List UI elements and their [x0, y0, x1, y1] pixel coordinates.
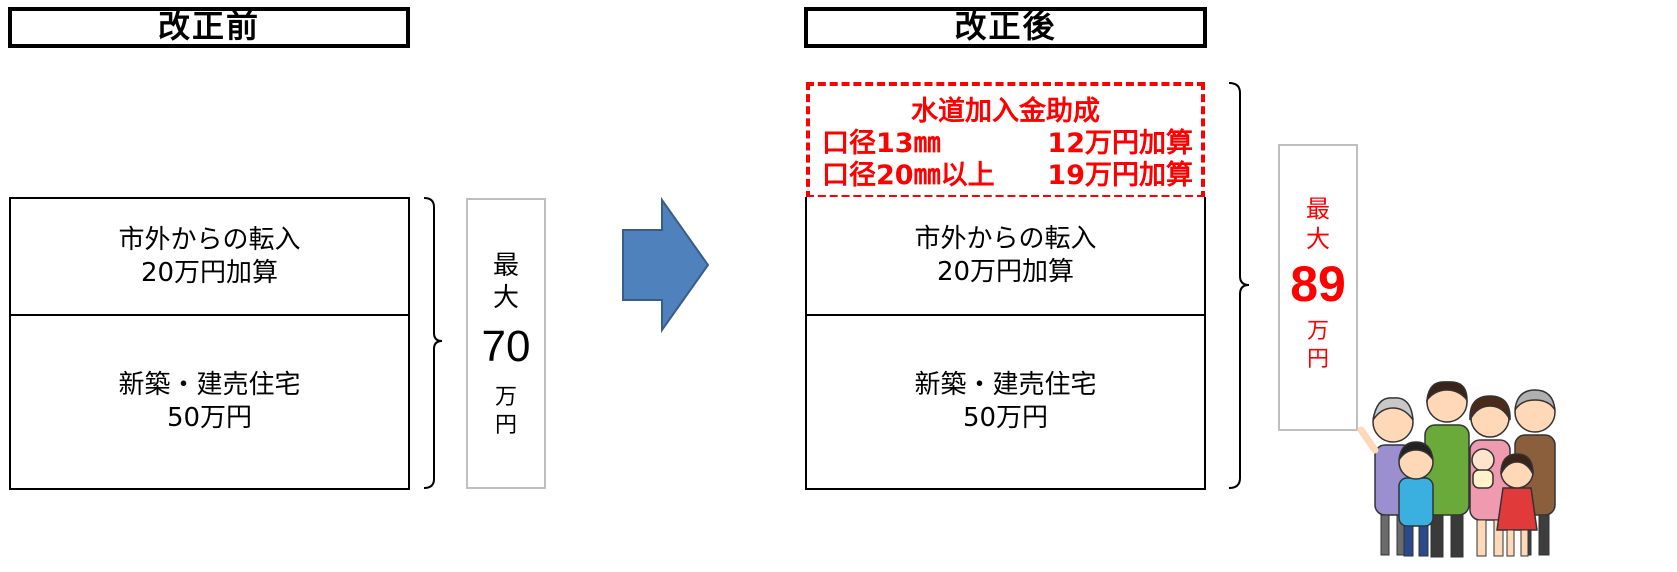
after-total-prefix-2: 大: [1306, 225, 1330, 253]
after-newbuild-amount: 50万円: [962, 403, 1049, 433]
before-brace: [423, 197, 443, 489]
after-transfer-label: 市外からの転入: [914, 223, 1097, 254]
after-total-unit-1: 万: [1306, 319, 1329, 344]
family-illustration: [1357, 381, 1556, 558]
before-total-unit-2: 円: [494, 413, 517, 438]
after-newbuild-label: 新築・建売住宅: [914, 370, 1097, 400]
before-transfer-box: 市外からの転入 20万円加算: [9, 197, 410, 316]
before-newbuild-label: 新築・建売住宅: [118, 370, 301, 400]
before-title: 改正前: [8, 7, 410, 48]
water-subsidy-row-20: 口径20㎜以上 19万円加算: [810, 160, 1201, 192]
water-subsidy-box: 水道加入金助成 口径13㎜ 12万円加算 口径20㎜以上 19万円加算: [806, 82, 1205, 199]
before-total-box: 最 大 70 万 円: [466, 198, 546, 489]
before-newbuild-box: 新築・建売住宅 50万円: [9, 314, 410, 490]
water-subsidy-row-20-amount: 19万円加算: [1047, 160, 1193, 191]
before-transfer-amount: 20万円加算: [140, 257, 279, 288]
after-total-unit-2: 円: [1306, 347, 1329, 372]
after-transfer-amount: 20万円加算: [936, 256, 1075, 287]
before-newbuild-amount: 50万円: [166, 403, 253, 433]
water-subsidy-row-13: 口径13㎜ 12万円加算: [810, 128, 1201, 160]
water-subsidy-row-13-label: 口径13㎜: [822, 128, 941, 159]
water-subsidy-row-20-label: 口径20㎜以上: [822, 160, 995, 191]
after-total-prefix-1: 最: [1306, 195, 1330, 223]
before-transfer-label: 市外からの転入: [118, 224, 301, 255]
after-total-amount: 89: [1290, 256, 1346, 312]
after-title: 改正後: [804, 7, 1207, 48]
girl-figure: [1496, 453, 1538, 557]
after-newbuild-box: 新築・建売住宅 50万円: [805, 314, 1206, 490]
before-total-prefix-2: 大: [492, 283, 519, 313]
water-subsidy-title: 水道加入金助成: [911, 96, 1100, 127]
baby-figure: [1471, 448, 1495, 489]
after-total-box: 最 大 89 万 円: [1278, 144, 1358, 431]
after-brace: [1228, 82, 1250, 489]
before-total-amount: 70: [481, 322, 531, 371]
after-transfer-box: 市外からの転入 20万円加算: [805, 197, 1206, 316]
boy-figure: [1398, 441, 1434, 557]
before-total-unit-1: 万: [494, 385, 517, 410]
father-figure: [1424, 381, 1470, 558]
water-subsidy-row-13-amount: 12万円加算: [1047, 128, 1193, 159]
before-total-prefix-1: 最: [492, 251, 519, 281]
right-arrow-icon: [622, 196, 710, 334]
